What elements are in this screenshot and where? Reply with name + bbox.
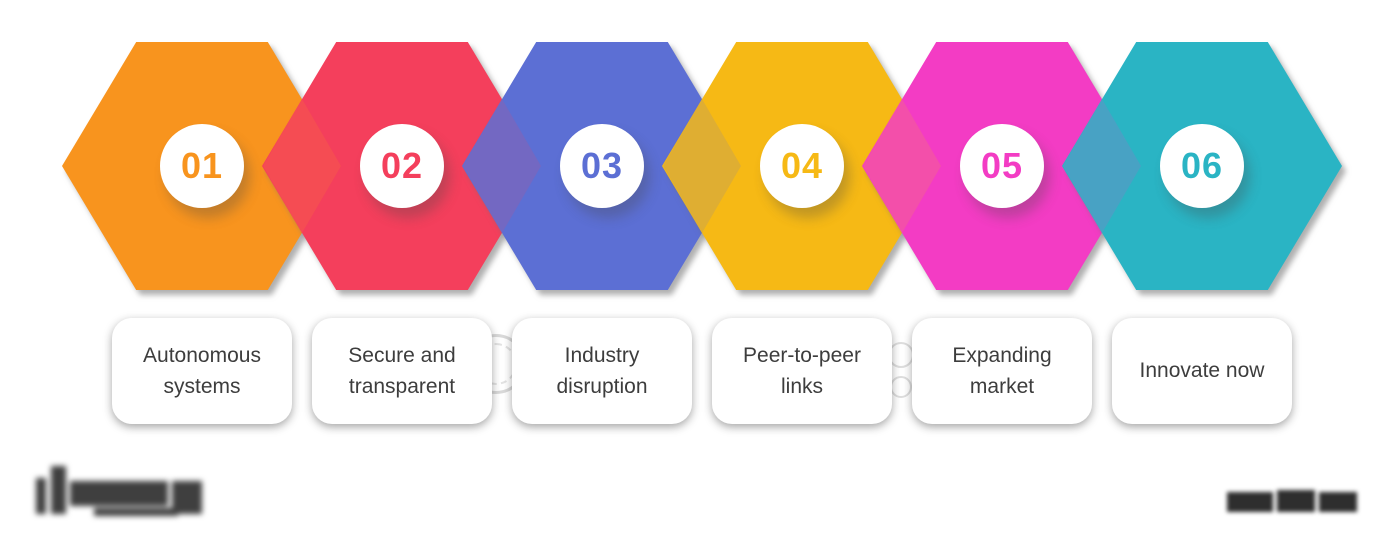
- step-card-1: Autonomous systems: [112, 318, 292, 424]
- watermark-text: [1227, 488, 1359, 516]
- step-number-badge-4: 04: [760, 124, 844, 208]
- step-card-5: Expanding market: [912, 318, 1092, 424]
- step-number-badge-2: 02: [360, 124, 444, 208]
- step-label: Autonomous systems: [143, 343, 261, 399]
- step-number: 01: [180, 145, 224, 186]
- step-label: Innovate now: [1139, 359, 1265, 383]
- step-number: 05: [980, 145, 1024, 186]
- step-2: 02 Secure and transparent: [262, 0, 542, 558]
- step-number-badge-5: 05: [960, 124, 1044, 208]
- step-label: Industry disruption: [556, 343, 648, 399]
- step-card-2: Secure and transparent: [312, 318, 492, 424]
- step-number-badge-1: 01: [160, 124, 244, 208]
- step-label: Peer-to-peer links: [743, 343, 861, 399]
- step-number: 04: [780, 145, 824, 186]
- step-card-6: Innovate now: [1112, 318, 1292, 424]
- step-number-badge-3: 03: [560, 124, 644, 208]
- brand-logo: [36, 466, 204, 516]
- step-number-badge-6: 06: [1160, 124, 1244, 208]
- step-label: Secure and transparent: [348, 343, 456, 399]
- step-6: 06 Innovate now: [1062, 0, 1342, 558]
- step-number: 06: [1180, 145, 1224, 186]
- step-label: Expanding market: [952, 343, 1052, 399]
- step-number: 02: [380, 145, 424, 186]
- step-card-3: Industry disruption: [512, 318, 692, 424]
- step-number: 03: [580, 145, 624, 186]
- step-card-4: Peer-to-peer links: [712, 318, 892, 424]
